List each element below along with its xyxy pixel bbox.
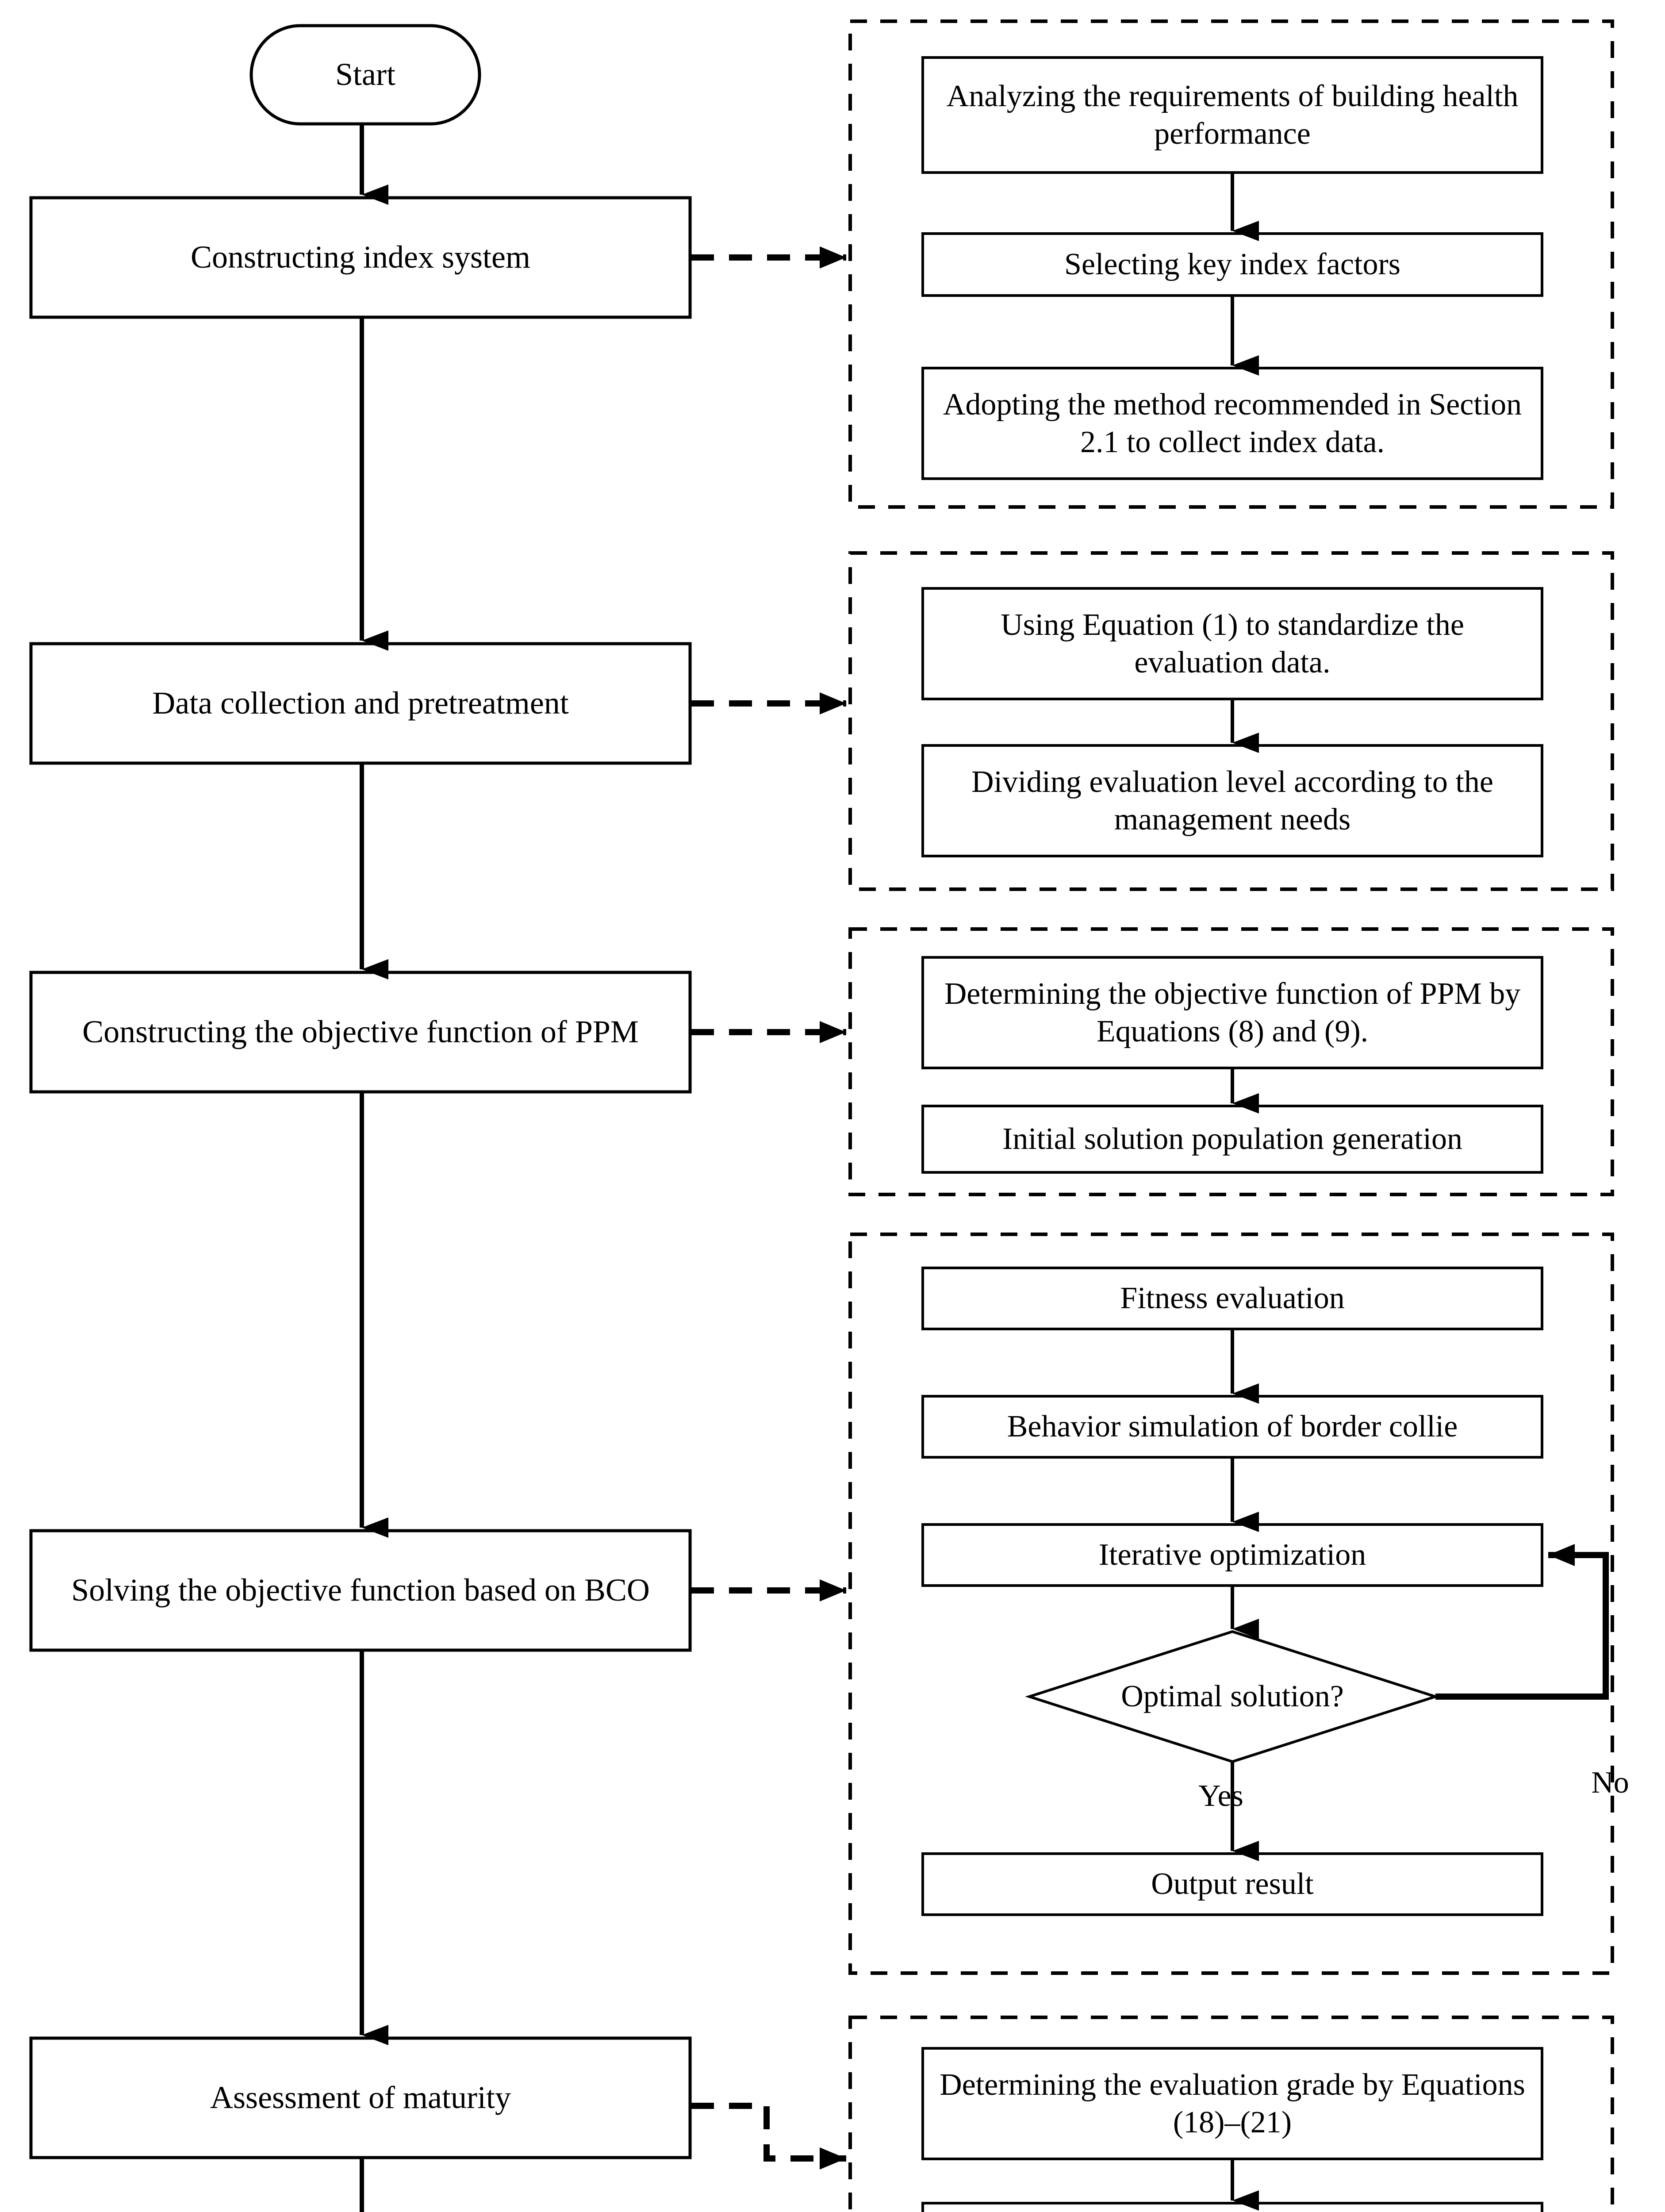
detail-label-output-result[interactable]: Output result [1151,1867,1314,1901]
detail-box-behavior-simulation-border-collie [921,1395,1543,1459]
detail-box-selecting-key-index-factors [921,232,1543,297]
detail-label-dividing-evaluation-level[interactable]: Dividing evaluation level according to t… [971,764,1493,837]
detail-label-putting-forward-suggestions[interactable]: Putting forward suggestions for improvem… [949,2203,1515,2212]
detail-box-determining-objective-function-ppm [921,956,1543,1069]
detail-label-determining-evaluation-grade[interactable]: Determining the evaluation grade by Equa… [940,2067,1525,2139]
step-label-constructing-index-system[interactable]: Constructing index system [191,239,530,275]
detail-box-initial-solution-population [921,1105,1543,1174]
detail-label-initial-solution-population[interactable]: Initial solution population generation [1002,1122,1463,1156]
step-box-data-collection-and-pretreatment [29,642,692,765]
detail-box-using-equation-1 [921,587,1543,700]
detail-label-fitness-evaluation[interactable]: Fitness evaluation [1120,1281,1345,1316]
connector-decision-no-loopback [1435,1544,1609,1700]
detail-label-behavior-simulation-border-collie[interactable]: Behavior simulation of border collie [1007,1409,1458,1444]
detail-label-determining-objective-function-ppm[interactable]: Determining the objective function of PP… [944,976,1521,1048]
start-terminator-label[interactable]: Start [335,57,395,92]
edge-label-no: No [1591,1766,1629,1800]
detail-box-adopting-method-section-2-1 [921,367,1543,480]
step-box-constructing-objective-function-ppm [29,971,692,1094]
detail-group-container-data-pretreatment [848,551,1614,891]
detail-group-container-bco-solving [848,1233,1614,1975]
step-label-solving-objective-function-bco[interactable]: Solving the objective function based on … [71,1572,650,1608]
start-terminator-shape [249,24,481,126]
step-label-data-collection-and-pretreatment[interactable]: Data collection and pretreatment [152,685,569,721]
detail-box-determining-evaluation-grade [921,2047,1543,2160]
detail-box-analyzing-requirements [921,56,1543,174]
detail-label-analyzing-requirements[interactable]: Analyzing the requirements of building h… [946,79,1519,151]
step-label-assessment-of-maturity[interactable]: Assessment of maturity [210,2080,511,2116]
detail-label-iterative-optimization[interactable]: Iterative optimization [1098,1538,1366,1572]
detail-group-container-index-system [848,19,1614,509]
step-box-constructing-index-system [29,196,692,319]
detail-label-selecting-key-index-factors[interactable]: Selecting key index factors [1064,247,1401,282]
detail-box-fitness-evaluation [921,1267,1543,1330]
detail-box-dividing-evaluation-level [921,744,1543,857]
detail-label-optimal-solution-decision[interactable]: Optimal solution? [1121,1679,1344,1714]
detail-label-using-equation-1[interactable]: Using Equation (1) to standardize the ev… [1001,607,1464,680]
step-label-constructing-objective-function-ppm[interactable]: Constructing the objective function of P… [82,1014,639,1050]
dashed-link-maturity-assessment [691,2103,846,2170]
detail-label-adopting-method-section-2-1[interactable]: Adopting the method recommended in Secti… [943,387,1522,459]
edge-label-yes: Yes [1198,1779,1243,1813]
detail-box-iterative-optimization [921,1523,1543,1587]
